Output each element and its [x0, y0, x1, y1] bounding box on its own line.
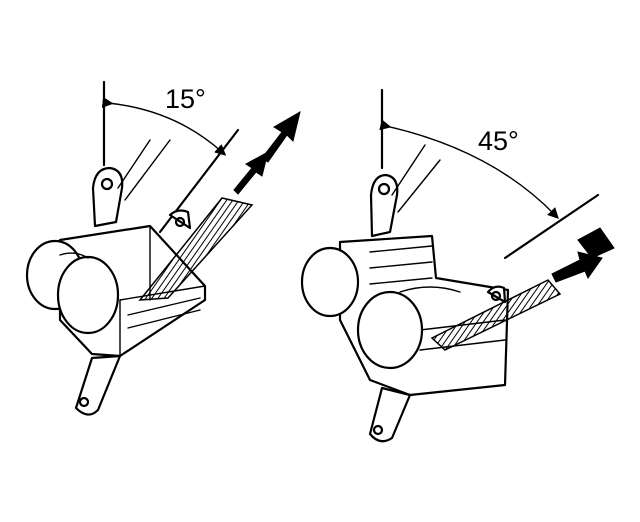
angle-arc-left	[101, 96, 227, 156]
retractor-assembly-right: 45°	[300, 88, 615, 443]
seat-belt-webbing-left	[138, 197, 254, 301]
tilted-reference-line-right	[503, 193, 600, 260]
mounting-hole-right	[377, 182, 391, 196]
angle-label-left: 15°	[165, 84, 206, 114]
spool-end-rear-right	[300, 246, 360, 318]
pull-direction-arrows-right	[551, 227, 615, 283]
seat-belt-webbing-right	[430, 279, 562, 351]
mounting-hole-left	[100, 177, 114, 191]
mounting-tab-hole-left	[78, 396, 90, 408]
mounting-tab-hole-right	[372, 424, 384, 436]
mounting-ear-left	[91, 166, 124, 228]
retractor-assembly-left: 15°	[25, 80, 301, 416]
spool-end-front-right	[356, 290, 424, 370]
pull-direction-arrows-left	[233, 110, 301, 195]
mounting-tab-right	[368, 386, 412, 443]
angle-label-right: 45°	[478, 126, 519, 156]
mounting-ear-right	[369, 173, 399, 238]
spool-end-front-left	[56, 255, 120, 335]
angle-arc-right	[379, 119, 559, 220]
